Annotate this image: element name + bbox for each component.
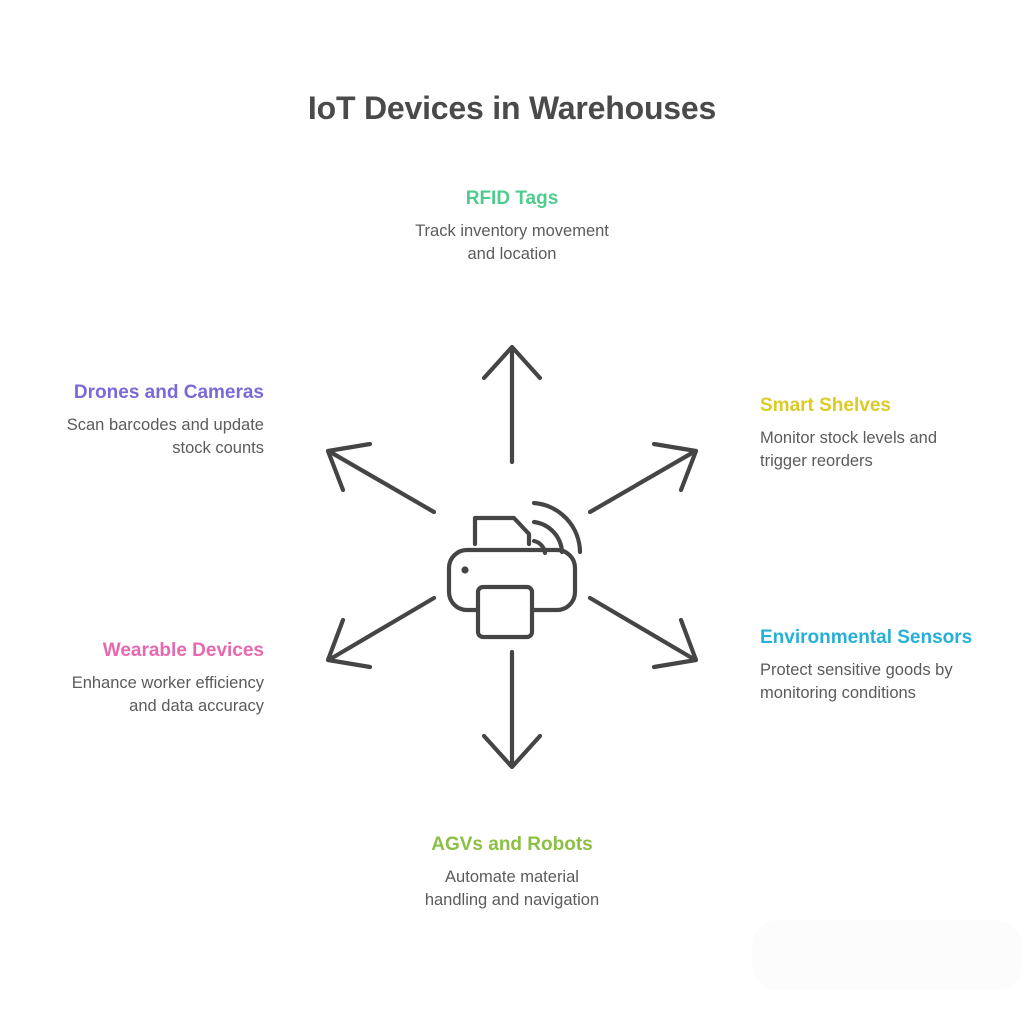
- arrow-up-right: [587, 441, 699, 515]
- arrow-down: [481, 649, 543, 770]
- node-smart-shelves[interactable]: Smart Shelves Monitor stock levels and t…: [760, 393, 980, 473]
- node-wearable-devices[interactable]: Wearable Devices Enhance worker efficien…: [62, 638, 264, 718]
- arrow-down-right: [587, 595, 699, 670]
- arrow-group: [325, 344, 699, 770]
- arrow-up: [481, 344, 543, 465]
- node-title-rfid-tags: RFID Tags: [465, 188, 559, 209]
- node-title-environmental-sensors: Environmental Sensors: [760, 627, 973, 648]
- node-description-smart-shelves: Monitor stock levels and trigger reorder…: [760, 428, 937, 471]
- node-title-smart-shelves: Smart Shelves: [760, 395, 891, 416]
- node-description-wearable-devices: Enhance worker efficiency and data accur…: [71, 673, 264, 716]
- node-description-agvs-and-robots: Automate material handling and navigatio…: [424, 867, 600, 910]
- node-description-rfid-tags: Track inventory movement and location: [415, 221, 609, 264]
- node-drones-and-cameras[interactable]: Drones and Cameras Scan barcodes and upd…: [62, 380, 264, 460]
- arrow-down-left: [325, 595, 437, 670]
- node-rfid-tags[interactable]: RFID Tags Track inventory movement and l…: [412, 186, 612, 266]
- node-environmental-sensors[interactable]: Environmental Sensors Protect sensitive …: [760, 625, 975, 705]
- radial-diagram: [325, 344, 699, 770]
- node-title-drones-and-cameras: Drones and Cameras: [73, 382, 264, 403]
- iot-printer-wifi-icon: [446, 500, 583, 640]
- node-title-agvs-and-robots: AGVs and Robots: [431, 834, 593, 855]
- node-description-drones-and-cameras: Scan barcodes and update stock counts: [66, 415, 264, 458]
- node-description-environmental-sensors: Protect sensitive goods by monitoring co…: [760, 660, 953, 703]
- node-title-wearable-devices: Wearable Devices: [102, 640, 264, 661]
- watermark-plate: [752, 920, 1022, 990]
- node-agvs-and-robots[interactable]: AGVs and Robots Automate material handli…: [412, 832, 612, 912]
- arrow-up-left: [325, 441, 437, 515]
- page-title: IoT Devices in Warehouses: [307, 90, 717, 126]
